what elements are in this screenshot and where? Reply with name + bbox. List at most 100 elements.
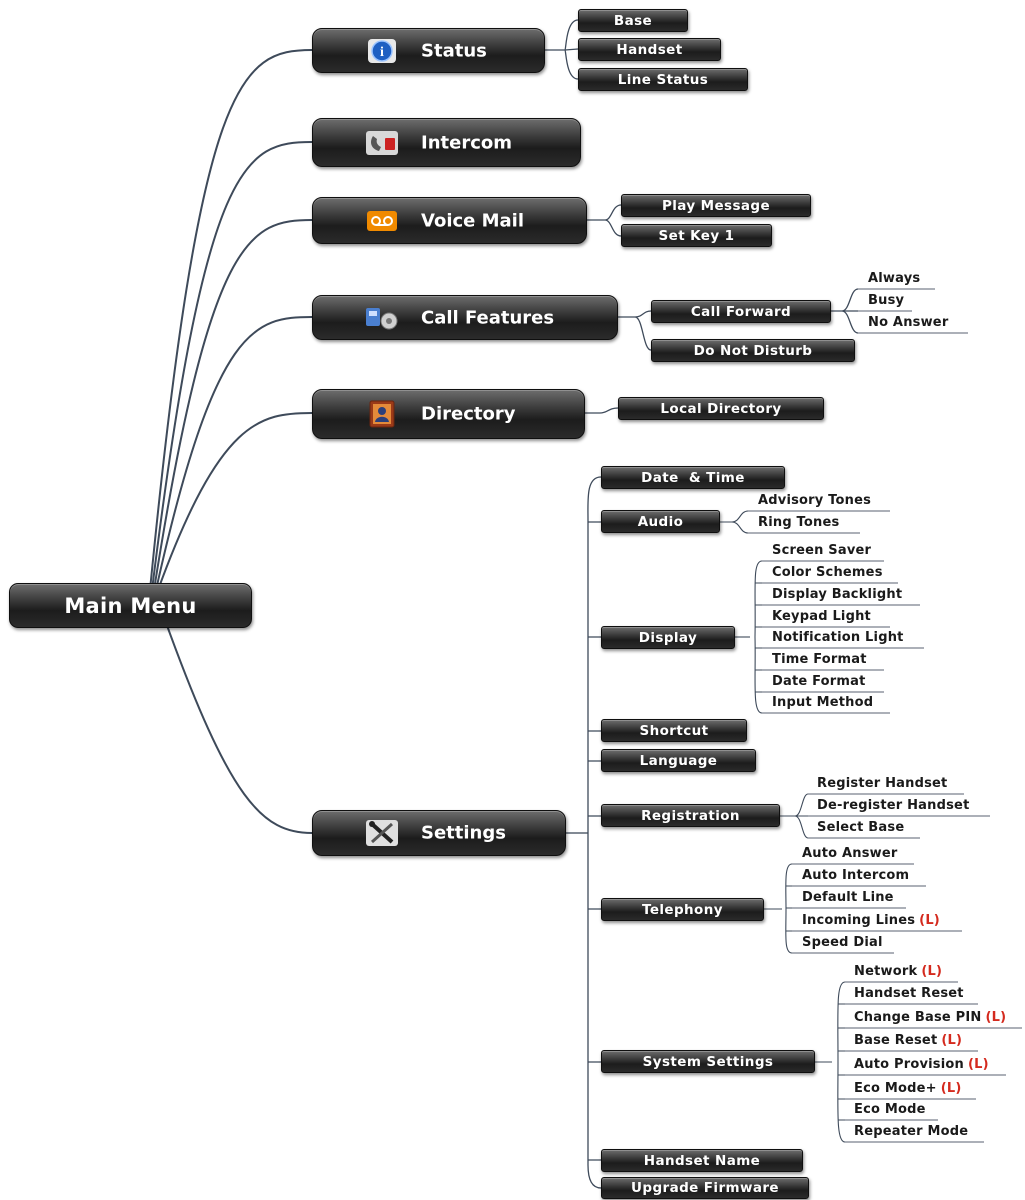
input-method-label: Input Method — [772, 695, 874, 710]
handset-name-node[interactable]: Handset Name — [601, 1149, 803, 1172]
display-backlight-item[interactable]: Display Backlight — [769, 587, 902, 602]
call-forward-label: Call Forward — [690, 303, 792, 320]
notification-light-item[interactable]: Notification Light — [769, 630, 904, 645]
call-features-node[interactable]: Call Features — [312, 295, 618, 340]
time-format-item[interactable]: Time Format — [769, 652, 867, 667]
handset-reset-item[interactable]: Handset Reset — [851, 986, 964, 1001]
eco-mode-item[interactable]: Eco Mode — [851, 1102, 926, 1117]
directory-node[interactable]: Directory — [312, 389, 585, 439]
cf-no-answer-item[interactable]: No Answer — [865, 315, 948, 330]
base-reset-item[interactable]: Base Reset(L) — [851, 1033, 962, 1048]
registration-label: Registration — [641, 807, 740, 824]
settings-node[interactable]: Settings — [312, 810, 566, 856]
change-base-pin-item[interactable]: Change Base PIN(L) — [851, 1010, 1006, 1025]
input-method-item[interactable]: Input Method — [769, 695, 873, 710]
status-line-status-node[interactable]: Line Status — [578, 68, 748, 91]
registration-node[interactable]: Registration — [601, 804, 780, 827]
status-base-node[interactable]: Base — [578, 9, 688, 32]
color-schemes-item[interactable]: Color Schemes — [769, 565, 883, 580]
status-handset-node[interactable]: Handset — [578, 38, 721, 61]
auto-intercom-item[interactable]: Auto Intercom — [799, 868, 909, 883]
voicemail-node[interactable]: Voice Mail — [312, 197, 587, 244]
lock-marker: (L) — [919, 913, 940, 928]
advisory-tones-label: Advisory Tones — [758, 493, 872, 508]
upgrade-firmware-node[interactable]: Upgrade Firmware — [601, 1177, 809, 1199]
speed-dial-label: Speed Dial — [802, 935, 883, 950]
status-handset-label: Handset — [616, 41, 683, 58]
shortcut-label: Shortcut — [639, 722, 709, 739]
ring-tones-item[interactable]: Ring Tones — [755, 515, 839, 530]
screen-saver-item[interactable]: Screen Saver — [769, 543, 871, 558]
lock-marker: (L) — [940, 1081, 962, 1096]
language-node[interactable]: Language — [601, 749, 756, 772]
select-base-label: Select Base — [817, 820, 905, 835]
auto-answer-item[interactable]: Auto Answer — [799, 846, 897, 861]
local-directory-label: Local Directory — [660, 400, 782, 417]
language-label: Language — [639, 752, 718, 769]
tools-icon — [365, 819, 399, 847]
status-node[interactable]: i Status — [312, 28, 545, 73]
register-handset-item[interactable]: Register Handset — [814, 776, 947, 791]
deregister-handset-item[interactable]: De-register Handset — [814, 798, 969, 813]
keypad-light-item[interactable]: Keypad Light — [769, 609, 871, 624]
handset-name-label: Handset Name — [643, 1152, 761, 1169]
incoming-lines-label: Incoming Lines — [802, 913, 916, 928]
telephony-label: Telephony — [642, 901, 723, 918]
incoming-lines-item[interactable]: Incoming Lines(L) — [799, 913, 940, 928]
default-line-label: Default Line — [802, 890, 894, 905]
intercom-phone-icon — [365, 129, 399, 157]
status-label: Status — [421, 40, 487, 61]
info-icon: i — [365, 37, 399, 65]
repeater-mode-item[interactable]: Repeater Mode — [851, 1124, 968, 1139]
network-label: Network — [854, 964, 918, 979]
date-format-item[interactable]: Date Format — [769, 674, 866, 689]
telephony-node[interactable]: Telephony — [601, 898, 764, 921]
play-message-label: Play Message — [661, 197, 771, 214]
local-directory-node[interactable]: Local Directory — [618, 397, 824, 420]
lock-marker: (L) — [921, 964, 943, 979]
change-base-pin-label: Change Base PIN — [854, 1010, 982, 1025]
deregister-handset-label: De-register Handset — [817, 798, 970, 813]
cf-no-answer-label: No Answer — [868, 315, 949, 330]
notification-light-label: Notification Light — [772, 630, 904, 645]
auto-provision-label: Auto Provision — [854, 1057, 964, 1072]
keypad-light-label: Keypad Light — [772, 609, 871, 624]
main-menu-node[interactable]: Main Menu — [9, 583, 252, 628]
base-reset-label: Base Reset — [854, 1033, 938, 1048]
call-forward-node[interactable]: Call Forward — [651, 300, 831, 323]
audio-node[interactable]: Audio — [601, 510, 720, 533]
cf-always-label: Always — [868, 271, 921, 286]
network-item[interactable]: Network(L) — [851, 964, 942, 979]
speed-dial-item[interactable]: Speed Dial — [799, 935, 883, 950]
eco-mode-plus-item[interactable]: Eco Mode+(L) — [851, 1081, 962, 1096]
cf-busy-item[interactable]: Busy — [865, 293, 904, 308]
default-line-item[interactable]: Default Line — [799, 890, 894, 905]
do-not-disturb-node[interactable]: Do Not Disturb — [651, 339, 855, 362]
select-base-item[interactable]: Select Base — [814, 820, 904, 835]
date-time-node[interactable]: Date & Time — [601, 466, 785, 489]
auto-intercom-label: Auto Intercom — [802, 868, 910, 883]
set-key-1-node[interactable]: Set Key 1 — [621, 224, 772, 247]
color-schemes-label: Color Schemes — [772, 565, 883, 580]
status-base-label: Base — [613, 12, 653, 29]
play-message-node[interactable]: Play Message — [621, 194, 811, 217]
settings-label: Settings — [421, 822, 506, 844]
cf-busy-label: Busy — [868, 293, 905, 308]
register-handset-label: Register Handset — [817, 776, 948, 791]
shortcut-node[interactable]: Shortcut — [601, 719, 747, 742]
advisory-tones-item[interactable]: Advisory Tones — [755, 493, 871, 508]
display-node[interactable]: Display — [601, 626, 735, 649]
voicemail-label: Voice Mail — [421, 210, 525, 231]
svg-text:i: i — [380, 45, 384, 60]
ring-tones-label: Ring Tones — [758, 515, 840, 530]
system-settings-node[interactable]: System Settings — [601, 1050, 815, 1073]
display-backlight-label: Display Backlight — [772, 587, 903, 602]
intercom-node[interactable]: Intercom — [312, 118, 581, 167]
cf-always-item[interactable]: Always — [865, 271, 920, 286]
auto-provision-item[interactable]: Auto Provision(L) — [851, 1057, 989, 1072]
main-menu-label: Main Menu — [64, 593, 197, 618]
intercom-label: Intercom — [421, 132, 512, 153]
do-not-disturb-label: Do Not Disturb — [693, 342, 813, 359]
set-key-1-label: Set Key 1 — [658, 227, 735, 244]
